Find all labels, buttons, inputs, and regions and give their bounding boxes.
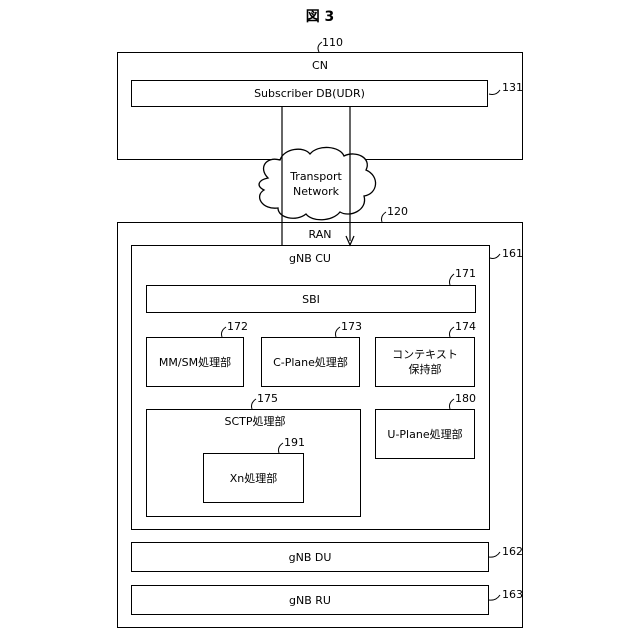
sbi-label: SBI	[302, 292, 320, 307]
ref-163: 163	[502, 589, 523, 601]
ref-175: 175	[257, 393, 278, 405]
c-plane-label: C-Plane処理部	[273, 355, 348, 370]
u-plane-label: U-Plane処理部	[387, 427, 462, 442]
context-label-line2: 保持部	[409, 362, 442, 377]
ref-161: 161	[502, 248, 523, 260]
gnb-du-box: gNB DU	[131, 542, 489, 572]
gnb-du-label: gNB DU	[289, 550, 332, 565]
cn-label: CN	[300, 59, 340, 72]
transport-network-label-line1: Transport	[276, 170, 356, 183]
ref-180: 180	[455, 393, 476, 405]
sctp-label: SCTP処理部	[205, 415, 305, 428]
ref-174: 174	[455, 321, 476, 333]
u-plane-box: U-Plane処理部	[375, 409, 475, 459]
ref-131: 131	[502, 82, 523, 94]
ref-162: 162	[502, 546, 523, 558]
c-plane-box: C-Plane処理部	[261, 337, 360, 387]
subscriber-db-box: Subscriber DB(UDR)	[131, 80, 488, 107]
subscriber-db-label: Subscriber DB(UDR)	[254, 86, 365, 101]
gnb-ru-label: gNB RU	[289, 593, 331, 608]
ref-171: 171	[455, 268, 476, 280]
xn-box: Xn処理部	[203, 453, 304, 503]
ref-120: 120	[387, 206, 408, 218]
xn-label: Xn処理部	[230, 471, 278, 486]
transport-network-label-line2: Network	[276, 185, 356, 198]
gnb-cu-label: gNB CU	[280, 252, 340, 265]
leader-120	[382, 212, 387, 222]
ref-191: 191	[284, 437, 305, 449]
ran-label: RAN	[300, 228, 340, 241]
gnb-ru-box: gNB RU	[131, 585, 489, 615]
ref-110: 110	[322, 37, 343, 49]
context-label-line1: コンテキスト	[392, 347, 458, 362]
context-box: コンテキスト 保持部	[375, 337, 475, 387]
mm-sm-box: MM/SM処理部	[146, 337, 244, 387]
ref-173: 173	[341, 321, 362, 333]
mm-sm-label: MM/SM処理部	[159, 355, 231, 370]
ref-172: 172	[227, 321, 248, 333]
figure-title: 図 3	[290, 8, 350, 26]
sbi-box: SBI	[146, 285, 476, 313]
